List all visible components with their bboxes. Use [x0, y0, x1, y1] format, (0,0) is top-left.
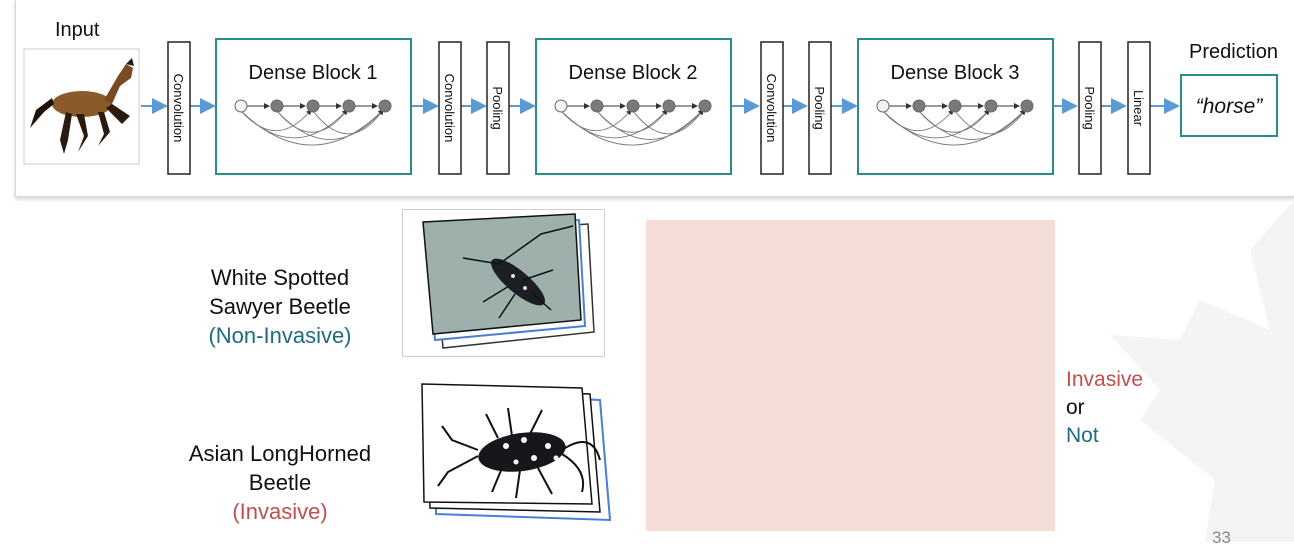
dense-connection-graphs [234, 99, 1034, 146]
example-1-tag: (Non-Invasive) [208, 323, 352, 348]
dense-skip-connection [918, 109, 1026, 140]
dense-skip-connection [276, 109, 384, 140]
dense-node [270, 99, 284, 113]
svg-text:Linear: Linear [1131, 90, 1146, 127]
output-invasive: Invasive [1066, 368, 1144, 391]
dense-block-3-title: Dense Block 3 [891, 62, 1020, 84]
prediction-box [1180, 74, 1278, 137]
svg-text:Pooling: Pooling [490, 86, 505, 129]
dense-node [554, 99, 568, 113]
pool1-layer: Pooling [486, 41, 510, 175]
densenet-diagram: Input Convolution Convolution Pool [23, 19, 1278, 175]
dense-node [306, 99, 320, 113]
svg-text:Pooling: Pooling [812, 86, 827, 129]
pool2-layer: Pooling [808, 41, 832, 175]
svg-text:Convolution: Convolution [764, 74, 779, 143]
horse-image [23, 48, 140, 165]
dense-node [626, 99, 640, 113]
dense-skip-connection [240, 109, 384, 146]
dense-node [948, 99, 962, 113]
dense-node [378, 99, 392, 113]
conv3-layer: Convolution [760, 41, 784, 175]
dense-skip-connection [596, 109, 704, 140]
prediction-value: “horse” [1196, 95, 1264, 118]
dense-skip-connection [882, 109, 1026, 146]
example-2-name-line-2: Beetle [248, 470, 312, 495]
dense-node [984, 99, 998, 113]
page-number: 33 [1212, 528, 1231, 547]
white-spotted-beetle-photo [402, 209, 605, 357]
svg-text:Convolution: Convolution [442, 74, 457, 143]
example-asian-longhorned: Asian LongHorned Beetle (Invasive) [160, 439, 400, 526]
example-1-name-line-1: White Spotted [210, 265, 350, 290]
output-not: Not [1066, 424, 1099, 447]
example-2-name-line-1: Asian LongHorned [188, 441, 372, 466]
conv1-layer: Convolution [167, 41, 191, 175]
input-label: Input [55, 19, 100, 41]
dense-skip-connection [560, 109, 704, 146]
svg-text:Pooling: Pooling [1082, 86, 1097, 129]
output-labels: Invasive or Not [1066, 366, 1143, 450]
example-1-name-line-2: Sawyer Beetle [209, 294, 351, 319]
asian-longhorned-beetle-photo [412, 380, 617, 526]
dense-node [876, 99, 890, 113]
example-white-spotted: White Spotted Sawyer Beetle (Non-Invasiv… [180, 263, 380, 350]
dense-node [912, 99, 926, 113]
dense-node [342, 99, 356, 113]
dense-node [590, 99, 604, 113]
conv2-layer: Convolution [438, 41, 462, 175]
model-placeholder-box [646, 220, 1055, 531]
pool3-layer: Pooling [1078, 41, 1102, 175]
prediction-label: Prediction [1189, 41, 1278, 63]
svg-text:Convolution: Convolution [171, 74, 186, 143]
dense-block-1-title: Dense Block 1 [249, 62, 378, 84]
output-or: or [1066, 396, 1085, 419]
dense-skip-connection [632, 109, 704, 135]
example-2-tag: (Invasive) [232, 499, 328, 524]
dense-node [234, 99, 248, 113]
dense-skip-connection [954, 109, 1026, 135]
dense-node [662, 99, 676, 113]
dense-skip-connection [312, 109, 384, 135]
dense-block-2-title: Dense Block 2 [569, 62, 698, 84]
linear-layer: Linear [1127, 41, 1151, 175]
dense-node [1020, 99, 1034, 113]
dense-node [698, 99, 712, 113]
